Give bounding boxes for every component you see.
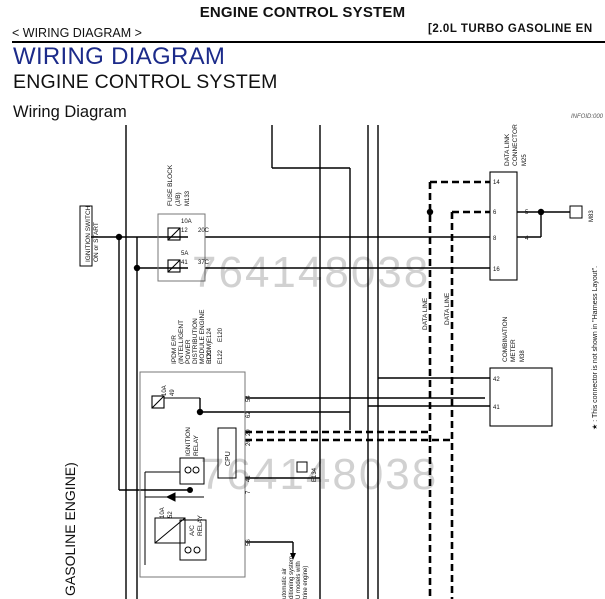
fuse-block-box [157,213,206,282]
ipdm-pin-29: 29 [246,429,252,436]
ipdm-pin-26: 26 [246,439,252,446]
dlc-pin-14: 14 [493,180,500,186]
combination-meter-label-2: METER [510,339,517,362]
junction-dot [196,408,204,416]
relay-coil [193,546,201,554]
combination-meter-box [489,367,553,427]
data-link-connector-box [489,171,518,281]
dlc-pin-8: 8 [493,236,497,242]
fuse-symbol-5a [167,259,181,273]
arrow-down-icon [290,553,296,560]
page-title: WIRING DIAGRAM [13,43,226,70]
fuse-conn-20c: 20C [198,228,210,234]
fuse-block-conn: M133 [185,190,191,206]
ground-conn: M83 [589,210,595,222]
ac-relay-label-1: A/C [189,525,196,536]
ignition-relay-label-2: RELAY [193,435,200,456]
junction-dot [115,233,123,241]
header-rule [12,41,605,43]
variant-label: [2.0L TURBO GASOLINE EN [428,23,593,35]
ac-relay-box [179,519,207,561]
data-line-label-2: DATA LINE [444,292,451,325]
fuse-5a-label: 5A [181,251,188,257]
fuse-10a-label: 10A [181,219,192,225]
dlc-conn: M25 [522,154,528,166]
header-title: ENGINE CONTROL SYSTEM [199,4,406,21]
breadcrumb[interactable]: < WIRING DIAGRAM > [12,26,142,40]
meter-pin-41: 41 [493,405,500,411]
ipdm-conn-4: E120 [218,327,224,342]
ipdm-label-2: (INTELLIGENT [178,320,185,364]
data-line-label-1: DATA LINE [422,297,429,330]
ignition-switch-label-1: IGNITION SWITCH [85,205,92,262]
side-engine-label: GASOLINE ENGINE) [62,462,78,596]
ac-note-4: trine engine) [303,566,309,599]
relay-coil [192,466,200,474]
combination-meter-label-1: COMBINATION [502,316,509,362]
junction-dot [133,264,141,272]
page-subtitle: ENGINE CONTROL SYSTEM [13,71,278,93]
ipdm-conn-3: E122 [218,349,224,364]
fuse-symbol-10a [167,227,181,241]
meter-pin-42: 42 [493,377,500,383]
watermark: 764148038 [200,450,439,499]
ac-fuse-box [154,517,186,544]
ipdm-label-1: IPDM E/R [171,335,178,364]
ipdm-pin-56: 56 [246,539,252,546]
fuse-5a-no: 41 [181,260,188,266]
ipdm-box [139,371,246,578]
junction-dot [426,208,434,216]
ac-relay-label-2: RELAY [197,515,204,536]
dlc-pin-5: 5 [525,210,529,216]
ipdm-pin-62: 62 [246,411,252,418]
ac-note-3: U models with [296,561,302,599]
ipdm-label-6: ROOM) [206,342,213,364]
ipdm-pin-41: 41 [246,475,252,482]
ipdm-pin-54: 54 [246,395,252,402]
dlc-pin-6: 6 [493,210,497,216]
cpu-box [217,427,237,479]
ignition-switch-label-2: ON or START [93,222,100,262]
ignition-relay-label-1: IGNITION [185,427,192,456]
relay-coil [184,546,192,554]
ignition-relay-box [179,457,205,485]
fuse-conn-37c: 37C [198,260,210,266]
ipdm-conn-1: E121 [207,349,213,364]
ac-note-1: utomatic air [282,568,288,599]
section-title: Wiring Diagram [13,103,127,121]
fuse-10a-no: 12 [181,228,188,234]
relay-coil [184,466,192,474]
dlc-pin-4: 4 [525,236,529,242]
junction-dot [537,208,545,216]
dlc-pin-16: 16 [493,267,500,273]
e134-connector-box [296,461,308,473]
ipdm-fuse-symbol [151,395,165,409]
side-footnote: ★ : This connector is not shown in "Harn… [592,265,599,430]
cpu-label: CPU [225,451,232,466]
ipdm-fuse-no: 49 [170,389,176,396]
fuse-block-label-2: (J/B) [175,192,182,206]
ipdm-label-4: DISTRIBUTION [192,318,199,364]
ignition-switch-box [79,205,93,267]
ac-fuse-no: 52 [168,511,174,518]
dlc-label-2: CONNECTOR [512,124,519,166]
fuse-block-label-1: FUSE BLOCK [167,164,174,206]
ac-note-2: ditioning system [289,556,295,599]
ipdm-pin-7: 7 [246,490,252,494]
ground-connector-box [569,205,583,219]
ipdm-conn-2: E124 [207,327,213,342]
combination-meter-conn: M38 [520,350,526,362]
e134-conn: E134 [312,467,318,482]
watermark: 764148038 [192,248,431,297]
info-id: INFOID:000 [571,114,604,120]
ipdm-fuse-label: 10A [162,385,168,396]
ac-fuse-label: 10A [160,507,166,518]
ipdm-label-3: POWER [185,339,192,364]
junction-dot [187,487,193,493]
dlc-label-1: DATA LINK [504,133,511,166]
ipdm-label-5: MODULE ENGINE [199,309,206,364]
